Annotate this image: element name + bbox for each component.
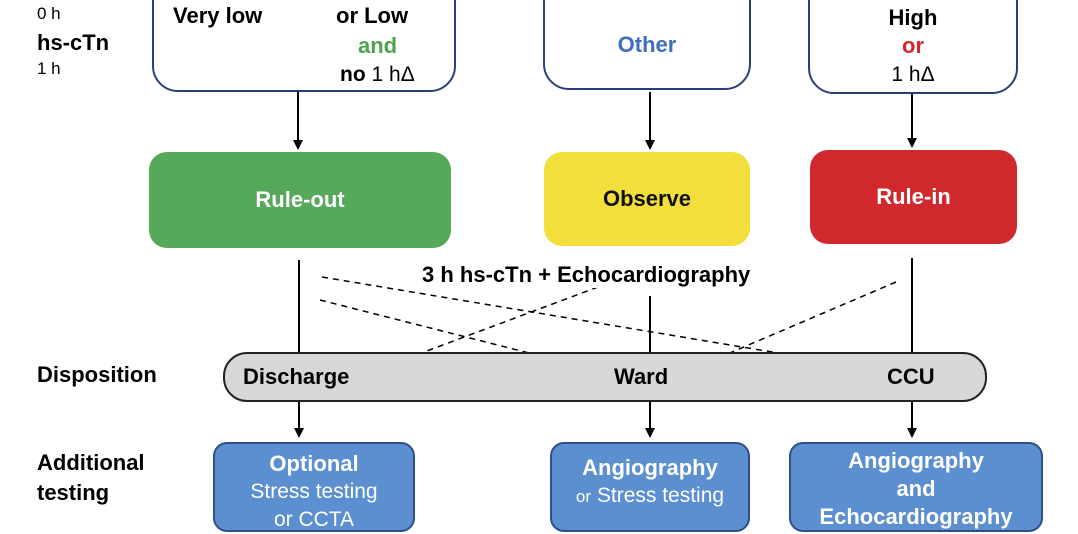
low-risk-criteria-box xyxy=(152,0,456,92)
angiography-middle-title: Angiography xyxy=(582,455,718,480)
and-text: and xyxy=(358,33,398,58)
rule-out-text: Rule-out xyxy=(255,187,345,212)
dashed-arrow-to-ward-from-left xyxy=(319,299,598,373)
observe-text: Observe xyxy=(602,186,692,211)
rule-in-text: Rule-in xyxy=(876,184,951,209)
no-text: no xyxy=(340,63,366,86)
observe-box: Observe xyxy=(544,152,750,246)
disposition-bar: Discharge Ward CCU xyxy=(223,352,987,402)
ccu-text: CCU xyxy=(887,364,935,389)
optional-testing-box: Optional Stress testing or CCTA xyxy=(213,442,415,532)
angiography-and-echo-box: Angiography and Echocardiography xyxy=(789,442,1043,532)
or-small-text: or xyxy=(575,487,592,506)
echocardiography-right: Echocardiography xyxy=(819,504,1013,529)
discharge-text: Discharge xyxy=(243,364,350,389)
rule-out-box: Rule-out xyxy=(149,152,451,248)
or-low-text: or Low xyxy=(336,3,409,28)
additional-testing-label-line2: testing xyxy=(37,480,110,505)
dashed-arrow-to-ward-from-right xyxy=(688,281,897,372)
no-1h-delta-line: no 1 hΔ xyxy=(340,63,415,87)
connector-layer xyxy=(293,0,917,438)
stress-testing-left: Stress testing xyxy=(250,480,378,503)
high-text: High xyxy=(888,5,938,30)
time-0h-label: 0 h xyxy=(37,4,61,23)
one-hour-delta-left: 1 hΔ xyxy=(371,63,415,86)
one-hour-delta-right: 1 hΔ xyxy=(891,63,935,86)
additional-testing-label-line1: Additional xyxy=(37,450,145,475)
ccta-text: or CCTA xyxy=(273,508,355,531)
ward-text: Ward xyxy=(614,364,669,389)
angiography-or-stress-box: Angiography or Stress testing xyxy=(550,442,750,532)
angiography-right-title: Angiography xyxy=(848,448,984,473)
disposition-label: Disposition xyxy=(37,362,157,387)
or-stress-line: or Stress testing xyxy=(576,482,724,511)
optional-title: Optional xyxy=(269,451,359,476)
other-text: Other xyxy=(617,32,677,57)
or-red-text: or xyxy=(902,33,924,58)
and-right-text: and xyxy=(896,476,936,501)
time-1h-label: 1 h xyxy=(37,59,61,78)
rule-in-box: Rule-in xyxy=(810,150,1017,244)
very-low-text: Very low xyxy=(173,3,263,28)
other-criteria-box: Other xyxy=(543,0,751,90)
followup-text: 3 h hs-cTn + Echocardiography xyxy=(420,262,753,288)
high-risk-criteria-box: High or 1 hΔ xyxy=(808,0,1018,94)
stress-testing-middle: Stress testing xyxy=(596,484,725,507)
hs-ctn-label: hs-cTn xyxy=(37,30,110,55)
